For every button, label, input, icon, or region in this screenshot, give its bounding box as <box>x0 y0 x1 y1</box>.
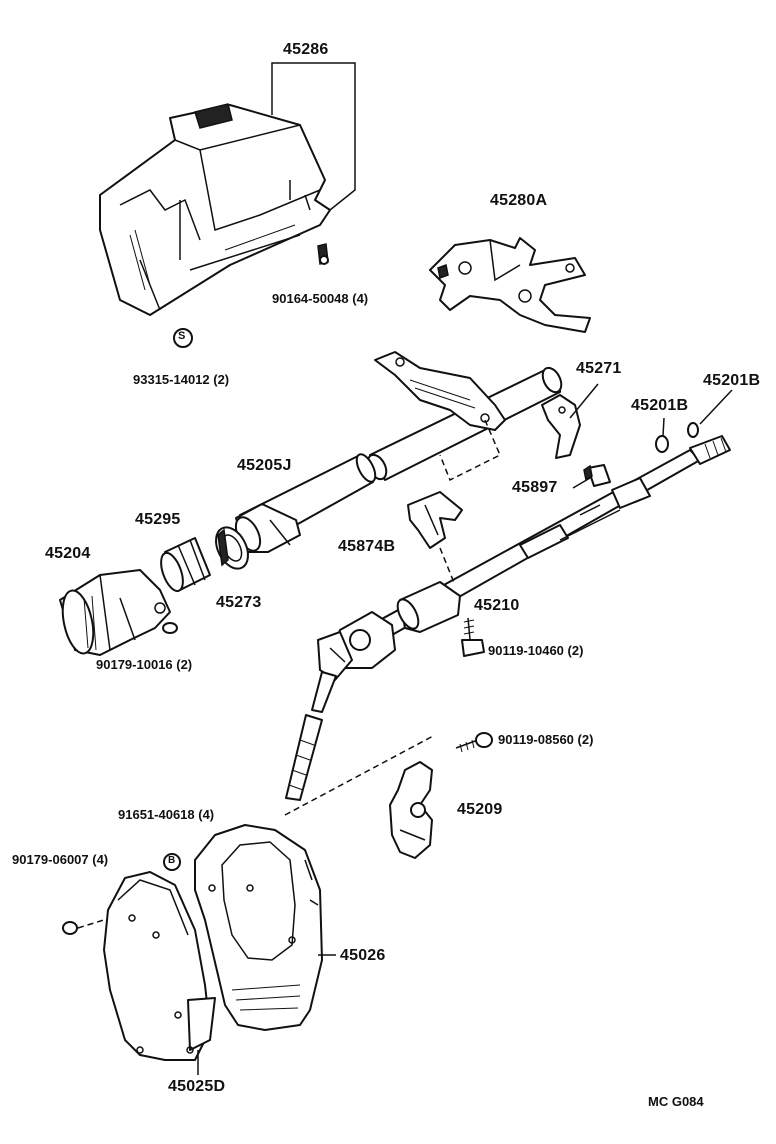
label-45273: 45273 <box>216 594 262 611</box>
universal-joint[interactable] <box>285 611 396 801</box>
cover-45026[interactable] <box>194 824 323 1031</box>
label-90179-10016: 90179-10016 (2) <box>96 657 193 672</box>
label-45026: 45026 <box>340 947 386 964</box>
screw-90164[interactable] <box>317 243 329 265</box>
dashed-link-45209 <box>284 734 436 816</box>
bracket-45874B[interactable] <box>407 491 463 549</box>
washer-45201B-a[interactable] <box>655 435 669 453</box>
ring-45273[interactable] <box>210 522 255 574</box>
label-90179-06007: 90179-06007 (4) <box>12 852 109 867</box>
seal-93315[interactable] <box>173 328 193 348</box>
label-45201B-b: 45201B <box>703 372 761 389</box>
label-45204: 45204 <box>45 545 91 562</box>
part-45271[interactable] <box>541 394 581 459</box>
leader-45897 <box>572 477 591 489</box>
label-45205J: 45205J <box>237 457 292 474</box>
leader-45271 <box>569 383 599 419</box>
drawing-code: MC G084 <box>648 1094 704 1109</box>
bracket-45280A[interactable] <box>429 237 591 333</box>
bolt-90119-10460[interactable] <box>461 617 485 657</box>
label-45210: 45210 <box>474 597 520 614</box>
label-93315-14012: 93315-14012 (2) <box>133 372 230 387</box>
bolt-90119-08560[interactable] <box>455 732 493 753</box>
label-90119-10460: 90119-10460 (2) <box>488 643 584 658</box>
leader-45201B-b <box>699 389 733 425</box>
dashed-link-nut <box>77 917 111 929</box>
label-90119-08560: 90119-08560 (2) <box>498 732 594 747</box>
label-45025D: 45025D <box>168 1078 226 1095</box>
label-45271: 45271 <box>576 360 622 377</box>
leader-45201B-a <box>662 417 665 437</box>
label-45295: 45295 <box>135 511 181 528</box>
marker-s: S <box>178 330 186 342</box>
tube-45205J[interactable] <box>231 451 379 554</box>
label-45874B: 45874B <box>338 538 396 555</box>
bolt-91651[interactable] <box>163 853 181 871</box>
label-45209: 45209 <box>457 801 503 818</box>
nut-90179-10016[interactable] <box>162 622 178 634</box>
label-90164-50048: 90164-50048 (4) <box>272 291 369 306</box>
cover-45025D[interactable] <box>103 871 216 1061</box>
dashed-link-shaft <box>439 547 456 586</box>
column-cover-45286[interactable] <box>99 103 331 316</box>
shaft-45210[interactable] <box>379 435 731 636</box>
column-tube-upper[interactable] <box>364 351 565 482</box>
label-45286: 45286 <box>283 41 329 58</box>
label-45280A: 45280A <box>490 192 548 209</box>
nut-90179-06007[interactable] <box>62 921 78 935</box>
leader-45286 <box>271 62 356 211</box>
joint-45209[interactable] <box>389 761 433 859</box>
housing-45204[interactable] <box>58 569 171 656</box>
label-45201B-a: 45201B <box>631 397 689 414</box>
label-45897: 45897 <box>512 479 558 496</box>
label-91651-40618: 91651-40618 (4) <box>118 807 215 822</box>
washer-45201B-b[interactable] <box>687 422 699 438</box>
sleeve-45295[interactable] <box>157 537 211 594</box>
bolt-45897[interactable] <box>583 464 611 487</box>
marker-b: B <box>168 855 176 866</box>
